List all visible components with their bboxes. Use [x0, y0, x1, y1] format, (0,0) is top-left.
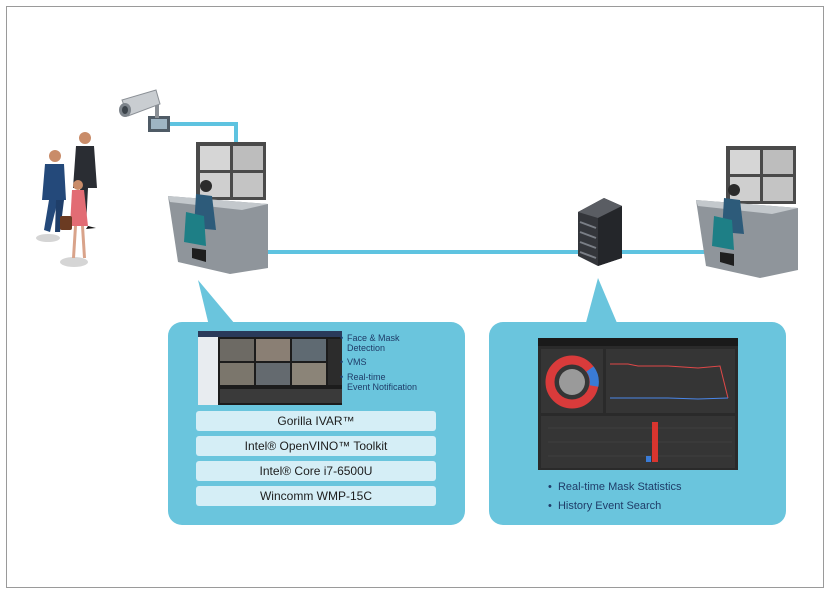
bullet-icon: •: [340, 333, 344, 343]
bullet-icon: •: [548, 500, 552, 512]
stack-layer-ivar: Gorilla IVAR™: [196, 411, 436, 431]
people-icon: [36, 132, 97, 267]
right-callout-tail: [584, 278, 620, 330]
bullet-icon: •: [340, 372, 344, 382]
monitoring-station-right-icon: [696, 146, 798, 278]
vms-screenshot: [198, 331, 342, 405]
feature-vms: • VMS: [340, 357, 367, 367]
feature-event-notification: • Real-time Event Notification: [340, 372, 418, 392]
stack-layer-cpu: Intel® Core i7-6500U: [196, 461, 436, 481]
figure-frame: [6, 6, 824, 588]
stack-layer-openvino: Intel® OpenVINO™ Toolkit: [196, 436, 436, 456]
stack-layer-hardware: Wincomm WMP-15C: [196, 486, 436, 506]
bullet-icon: •: [340, 357, 344, 367]
camera-link: [170, 122, 238, 148]
camera-icon: [119, 89, 170, 132]
bullet-mask-statistics: • Real-time Mask Statistics: [548, 481, 682, 493]
feature-face-mask: • Face & Mask Detection: [340, 333, 400, 353]
monitoring-station-left-icon: [168, 142, 268, 274]
bullet-icon: •: [548, 481, 552, 493]
left-callout-tail: [198, 280, 240, 330]
bullet-history-search: • History Event Search: [548, 500, 662, 512]
server-icon: [578, 198, 622, 266]
statistics-dashboard-screenshot: [538, 338, 738, 470]
